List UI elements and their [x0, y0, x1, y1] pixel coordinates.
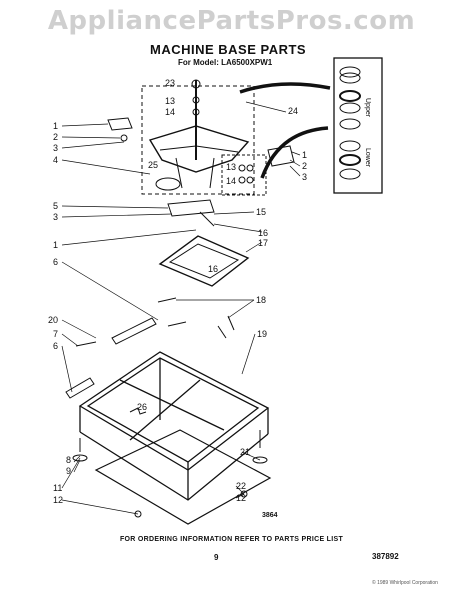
- gear-parts: [238, 164, 254, 184]
- copyright-notice: © 1989 Whirlpool Corporation: [372, 580, 438, 586]
- callout-12: 12: [53, 495, 63, 505]
- callout-12b: 12: [236, 493, 246, 503]
- callout-14: 14: [165, 107, 175, 117]
- lower-bearing-stack: [339, 140, 361, 180]
- page-number: 9: [214, 553, 219, 562]
- part-list-number: 387892: [372, 552, 399, 561]
- upper-bearing-stack: [339, 66, 361, 130]
- pulley: [155, 177, 181, 191]
- assembly-dashed-box: [141, 85, 255, 195]
- callout-13: 13: [165, 96, 175, 106]
- callout-5: 5: [53, 201, 58, 211]
- side-rail-lower: [65, 377, 95, 399]
- callout-1: 1: [53, 121, 58, 131]
- callout-18: 18: [256, 295, 266, 305]
- callout-16b: 16: [208, 264, 218, 274]
- leveling-feet: [72, 430, 268, 518]
- bracket-18: [157, 297, 235, 339]
- callout-11: 11: [53, 483, 62, 493]
- leader-lines: [61, 101, 301, 515]
- callout-9: 9: [66, 466, 71, 476]
- side-rail: [111, 317, 157, 345]
- callout-20: 20: [48, 315, 58, 325]
- callout-22: 22: [236, 481, 246, 491]
- figure-code: 3864: [262, 512, 278, 519]
- callout-25: 25: [148, 160, 158, 170]
- inset-label-upper: Upper: [364, 98, 371, 118]
- callout-2: 2: [53, 132, 58, 142]
- watermark-text: AppliancePartsPros.com: [47, 6, 416, 36]
- callout-3: 3: [53, 143, 58, 153]
- callout-21: 21: [240, 447, 250, 457]
- bottom-tray: [94, 429, 272, 525]
- callout-13b: 13: [226, 162, 236, 172]
- model-number: For Model: LA6500XPW1: [178, 58, 273, 67]
- gear-detail-box: [221, 154, 267, 196]
- callout-4: 4: [53, 155, 58, 165]
- spring-26: [129, 407, 147, 415]
- callout-26: 26: [137, 402, 147, 412]
- machine-base-frame: [78, 351, 270, 501]
- callout-1c: 1: [53, 240, 58, 250]
- transmission-shaft: [191, 79, 201, 160]
- pad-tray: [158, 235, 250, 287]
- bracket-7: [75, 341, 97, 347]
- screw-part: [120, 134, 128, 142]
- callout-15: 15: [256, 207, 266, 217]
- clip-part: [107, 117, 133, 131]
- mount-tab: [167, 199, 215, 217]
- mount-rod: [199, 211, 215, 227]
- arrow-lower: [260, 126, 329, 179]
- inset-label-lower: Lower: [364, 148, 371, 168]
- callout-14b: 14: [226, 176, 236, 186]
- callout-8: 8: [66, 455, 71, 465]
- callout-3b: 3: [302, 172, 307, 182]
- callout-3c: 3: [53, 212, 58, 222]
- callout-6b: 6: [53, 341, 58, 351]
- callout-16: 16: [258, 228, 268, 238]
- ordering-note: FOR ORDERING INFORMATION REFER TO PARTS …: [119, 536, 344, 543]
- transmission-spider: [148, 125, 250, 189]
- inset-box: [333, 57, 383, 194]
- diagram-title: MACHINE BASE PARTS: [150, 42, 307, 57]
- callout-2b: 2: [302, 161, 307, 171]
- callout-6: 6: [53, 257, 58, 267]
- callout-17: 17: [258, 238, 268, 248]
- callout-19: 19: [257, 329, 267, 339]
- arrow-upper: [239, 82, 331, 94]
- callout-7: 7: [53, 329, 58, 339]
- callout-24: 24: [288, 106, 298, 116]
- callout-23: 23: [165, 78, 175, 88]
- callout-1b: 1: [302, 150, 307, 160]
